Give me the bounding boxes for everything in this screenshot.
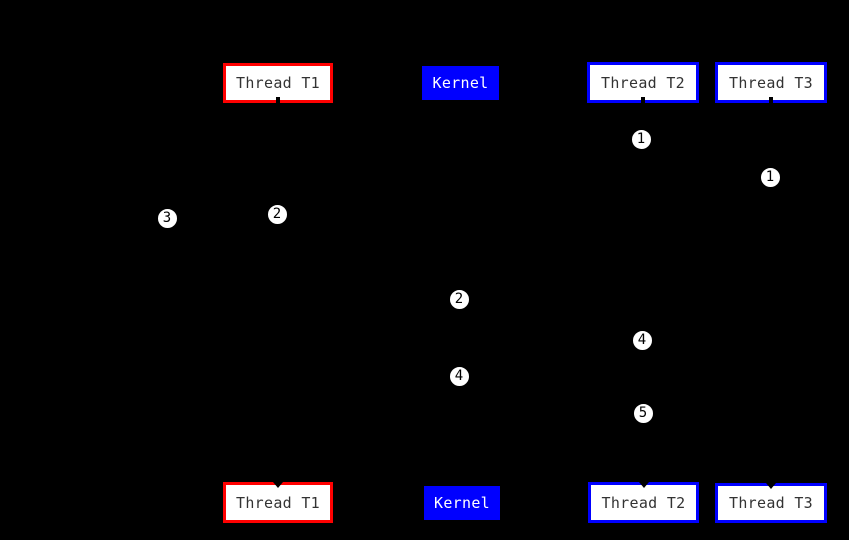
edge-tail-notch-icon: [769, 97, 773, 103]
node-label: Kernel: [434, 494, 490, 512]
node-thread-t1-bottom: Thread T1: [223, 482, 333, 523]
node-kernel-bottom: Kernel: [424, 486, 500, 520]
node-label: Kernel: [432, 74, 489, 92]
step-circle-5: 5: [632, 402, 654, 424]
node-label: Thread T1: [236, 74, 320, 92]
edge-tail-notch-icon: [641, 97, 645, 103]
node-label: Thread T2: [601, 493, 686, 512]
node-label: Thread T3: [729, 494, 813, 512]
edge-arrowhead-icon: [766, 483, 776, 489]
step-circle-1: 1: [630, 128, 652, 150]
node-label: Thread T3: [729, 73, 813, 92]
edge-arrowhead-icon: [638, 482, 649, 488]
step-circle-4: 4: [631, 329, 653, 351]
step-circle-1: 1: [759, 166, 781, 188]
node-label: Thread T2: [601, 73, 685, 92]
step-circle-4: 4: [448, 365, 470, 387]
step-circle-2: 2: [266, 203, 288, 225]
node-thread-t3-bottom: Thread T3: [715, 483, 827, 523]
node-label: Thread T1: [236, 493, 320, 512]
node-thread-t2-bottom: Thread T2: [588, 482, 699, 523]
node-thread-t2-top: Thread T2: [587, 62, 699, 103]
step-circle-3: 3: [156, 207, 178, 229]
node-thread-t3-top: Thread T3: [715, 62, 827, 103]
step-circle-2: 2: [448, 288, 470, 310]
edge-arrowhead-icon: [273, 482, 283, 488]
edge-tail-notch-icon: [276, 97, 280, 103]
node-kernel-top: Kernel: [422, 66, 499, 100]
node-thread-t1-top: Thread T1: [223, 63, 333, 103]
